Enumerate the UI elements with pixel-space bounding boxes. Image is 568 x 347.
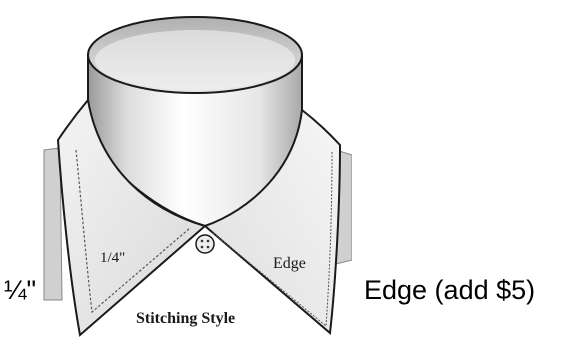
collar-button <box>196 235 214 253</box>
stitching-style-caption: Stitching Style <box>136 310 235 327</box>
right-stitch-label: Edge <box>273 255 306 272</box>
option-edge-label: Edge (add $5) <box>364 277 535 304</box>
collar-illustration: 1/4" Edge Stitching Style <box>40 0 352 347</box>
shirt-collar-icon: 1/4" Edge Stitching Style <box>40 0 352 347</box>
left-stitch-label: 1/4" <box>100 250 125 266</box>
option-quarter-inch-label: ¼" <box>4 277 36 304</box>
